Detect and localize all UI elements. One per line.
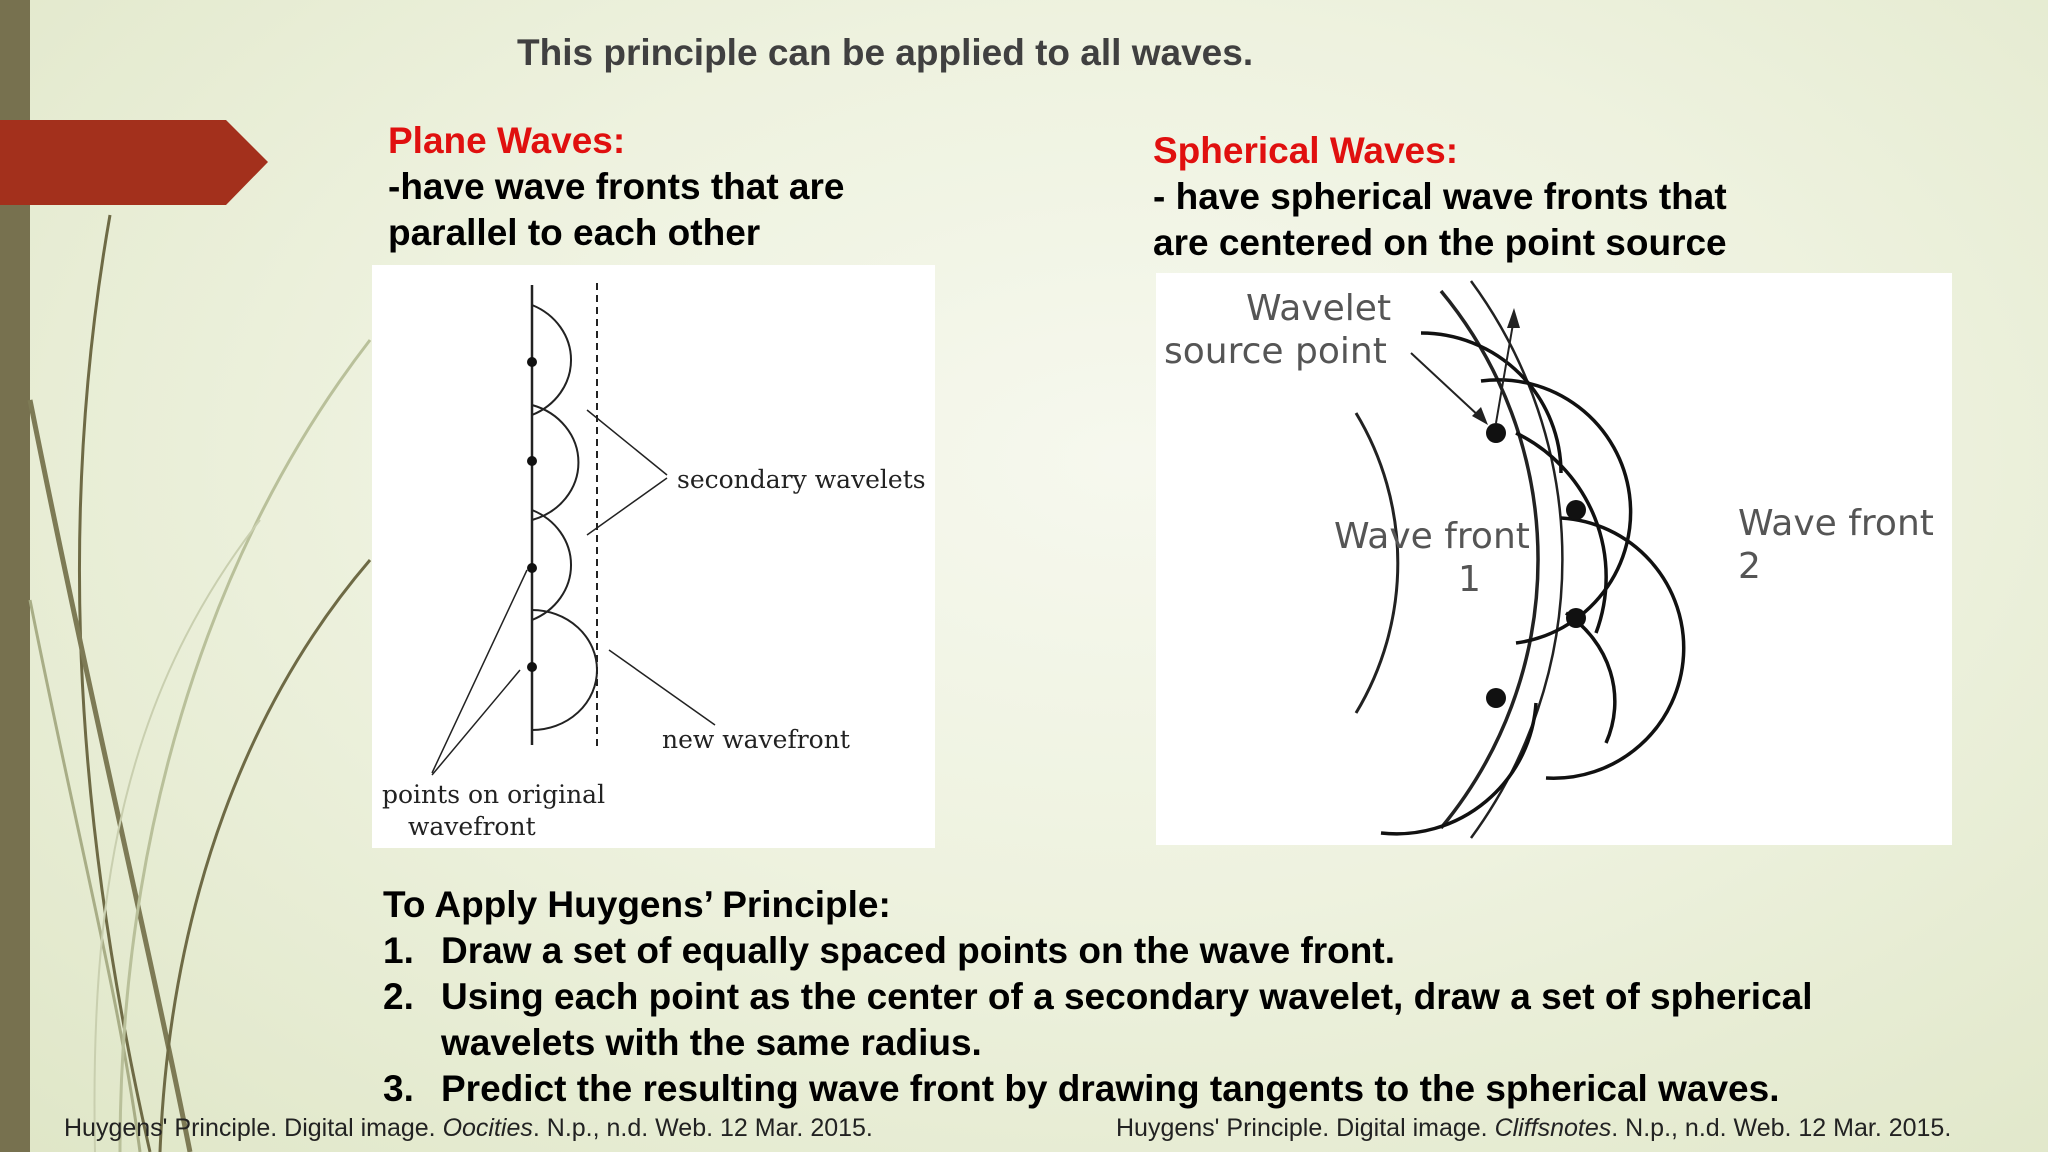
- spherical-waves-line2: are centered on the point source: [1153, 222, 1727, 263]
- citation-left-text: Huygens' Principle. Digital image.: [64, 1114, 443, 1142]
- secondary-wavelets-label: secondary wavelets: [677, 465, 926, 494]
- citation-right-date: . N.p., n.d. Web. 12 Mar. 2015.: [1611, 1114, 1952, 1142]
- original-points-label: points on original: [382, 780, 605, 809]
- citation-right: Huygens' Principle. Digital image. Cliff…: [1116, 1114, 1951, 1143]
- step-item-1: 1. Draw a set of equally spaced points on…: [383, 928, 1813, 974]
- steps-heading: To Apply Huygens’ Principle:: [383, 884, 891, 925]
- wave-front-2-number: 2: [1738, 546, 1761, 587]
- wavelet-label: Wavelet: [1246, 288, 1391, 329]
- original-wavefront-label: wavefront: [408, 812, 536, 841]
- step-text: Using each point as the center of a seco…: [441, 976, 1813, 1017]
- spherical-waves-heading: Spherical Waves:: [1153, 130, 1459, 171]
- source-point-label: source point: [1164, 331, 1387, 372]
- wave-front-1-label: Wave front: [1334, 516, 1530, 557]
- step-text: Draw a set of equally spaced points on t…: [441, 930, 1395, 971]
- citation-left: Huygens' Principle. Digital image. Oocit…: [64, 1114, 873, 1143]
- steps-section: To Apply Huygens’ Principle: 1. Draw a se…: [383, 882, 1813, 1112]
- step-item-2-continued: wavelets with the same radius.: [383, 1020, 1813, 1066]
- step-item-3: 3. Predict the resulting wave front by dr…: [383, 1066, 1813, 1112]
- plane-waves-heading: Plane Waves:: [388, 120, 626, 161]
- step-number: 2.: [383, 976, 414, 1017]
- plane-wave-figure: secondary wavelets new wavefront points …: [372, 265, 935, 848]
- citation-right-source: Cliffsnotes: [1494, 1114, 1612, 1142]
- citation-left-date: . N.p., n.d. Web. 12 Mar. 2015.: [532, 1114, 873, 1142]
- spherical-wave-figure: Wavelet source point Wave front 1 Wave f…: [1156, 273, 1952, 845]
- step-text-continued: wavelets with the same radius.: [441, 1022, 982, 1063]
- plane-waves-line2: parallel to each other: [388, 212, 761, 253]
- new-wavefront-label: new wavefront: [662, 725, 850, 754]
- spherical-waves-line1: - have spherical wave fronts that: [1153, 176, 1727, 217]
- step-item-2: 2. Using each point as the center of a se…: [383, 974, 1813, 1020]
- wave-front-2-label: Wave front: [1738, 503, 1934, 544]
- slide-title: This principle can be applied to all wav…: [517, 32, 1254, 73]
- step-text: Predict the resulting wave front by draw…: [441, 1068, 1780, 1109]
- step-number: 1.: [383, 930, 414, 971]
- section-arrow: [0, 120, 268, 205]
- citation-right-text: Huygens' Principle. Digital image.: [1116, 1114, 1495, 1142]
- step-number: 3.: [383, 1068, 414, 1109]
- citation-left-source: Oocities: [442, 1114, 533, 1142]
- plane-waves-line1: -have wave fronts that are: [388, 166, 845, 207]
- wave-front-1-number: 1: [1458, 559, 1481, 600]
